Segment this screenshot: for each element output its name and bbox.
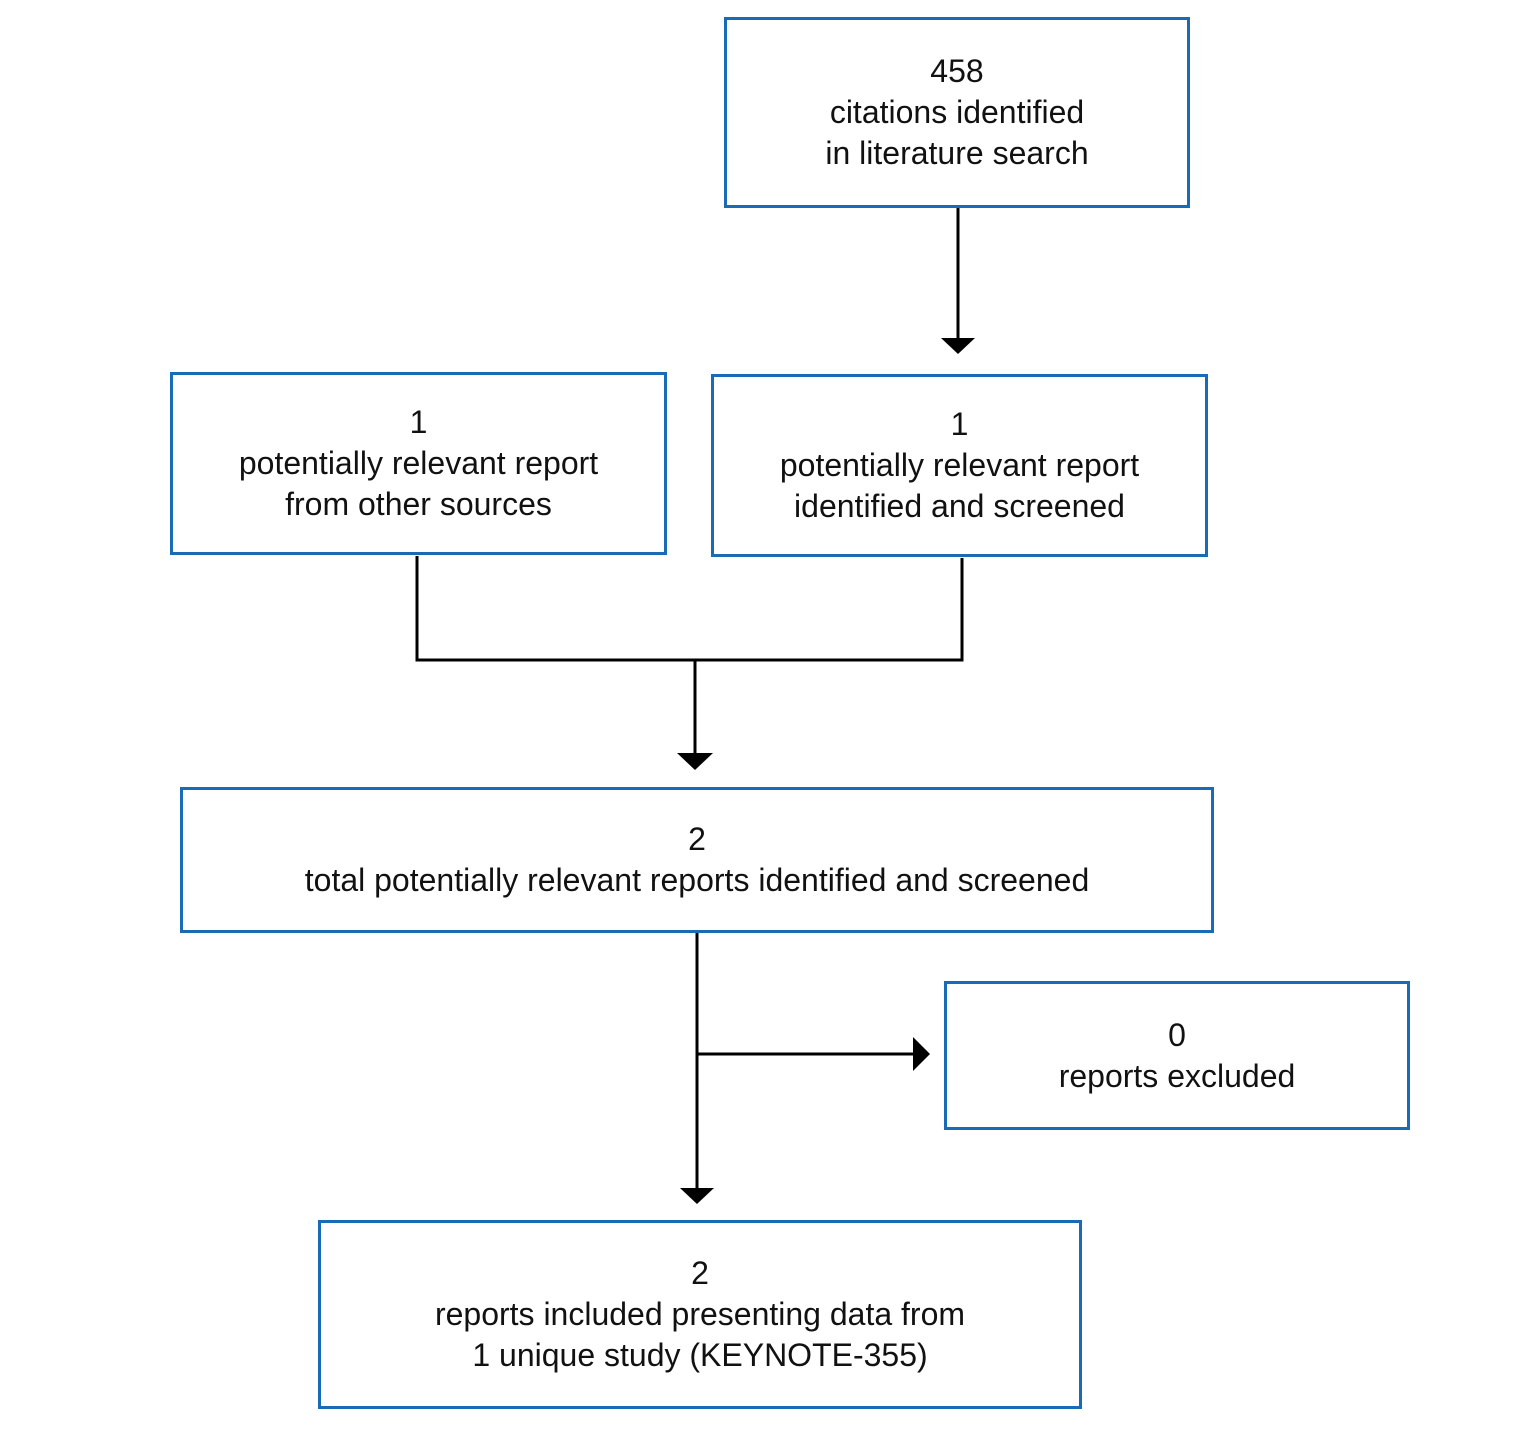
screened-line2: identified and screened [794,488,1125,524]
other-sources-line1: potentially relevant report [238,445,599,481]
excluded-count: 0 [1168,1016,1186,1053]
literature-search-count: 458 [930,53,984,89]
literature-search-line2: in literature search [825,135,1089,171]
screened-line1: potentially relevant report [779,447,1140,483]
box-total-screened: 2 total potentially relevant reports ide… [180,787,1214,933]
arrowhead-screened [941,338,975,354]
connector-merge [415,556,964,662]
box-screened: 1 potentially relevant report identified… [711,374,1208,557]
other-sources-count: 1 [409,404,428,440]
arrowhead-included [680,1188,714,1204]
literature-search-line1: citations identified [829,94,1085,130]
arrowhead-excluded [913,1037,930,1071]
box-excluded: 0 reports excluded [944,981,1410,1130]
arrowhead-total [677,753,713,770]
other-sources-line2: from other sources [285,486,552,522]
box-literature-search: 458 citations identified in literature s… [724,17,1190,208]
included-count: 2 [691,1255,709,1291]
total-count: 2 [688,821,706,857]
box-other-sources: 1 potentially relevant report from other… [170,372,667,555]
excluded-line1: reports excluded [1058,1057,1296,1094]
included-line2: 1 unique study (KEYNOTE-355) [472,1337,928,1373]
screened-count: 1 [950,406,969,442]
included-line1: reports included presenting data from [434,1296,966,1332]
box-included: 2 reports included presenting data from … [318,1220,1082,1409]
total-line1: total potentially relevant reports ident… [304,862,1090,898]
